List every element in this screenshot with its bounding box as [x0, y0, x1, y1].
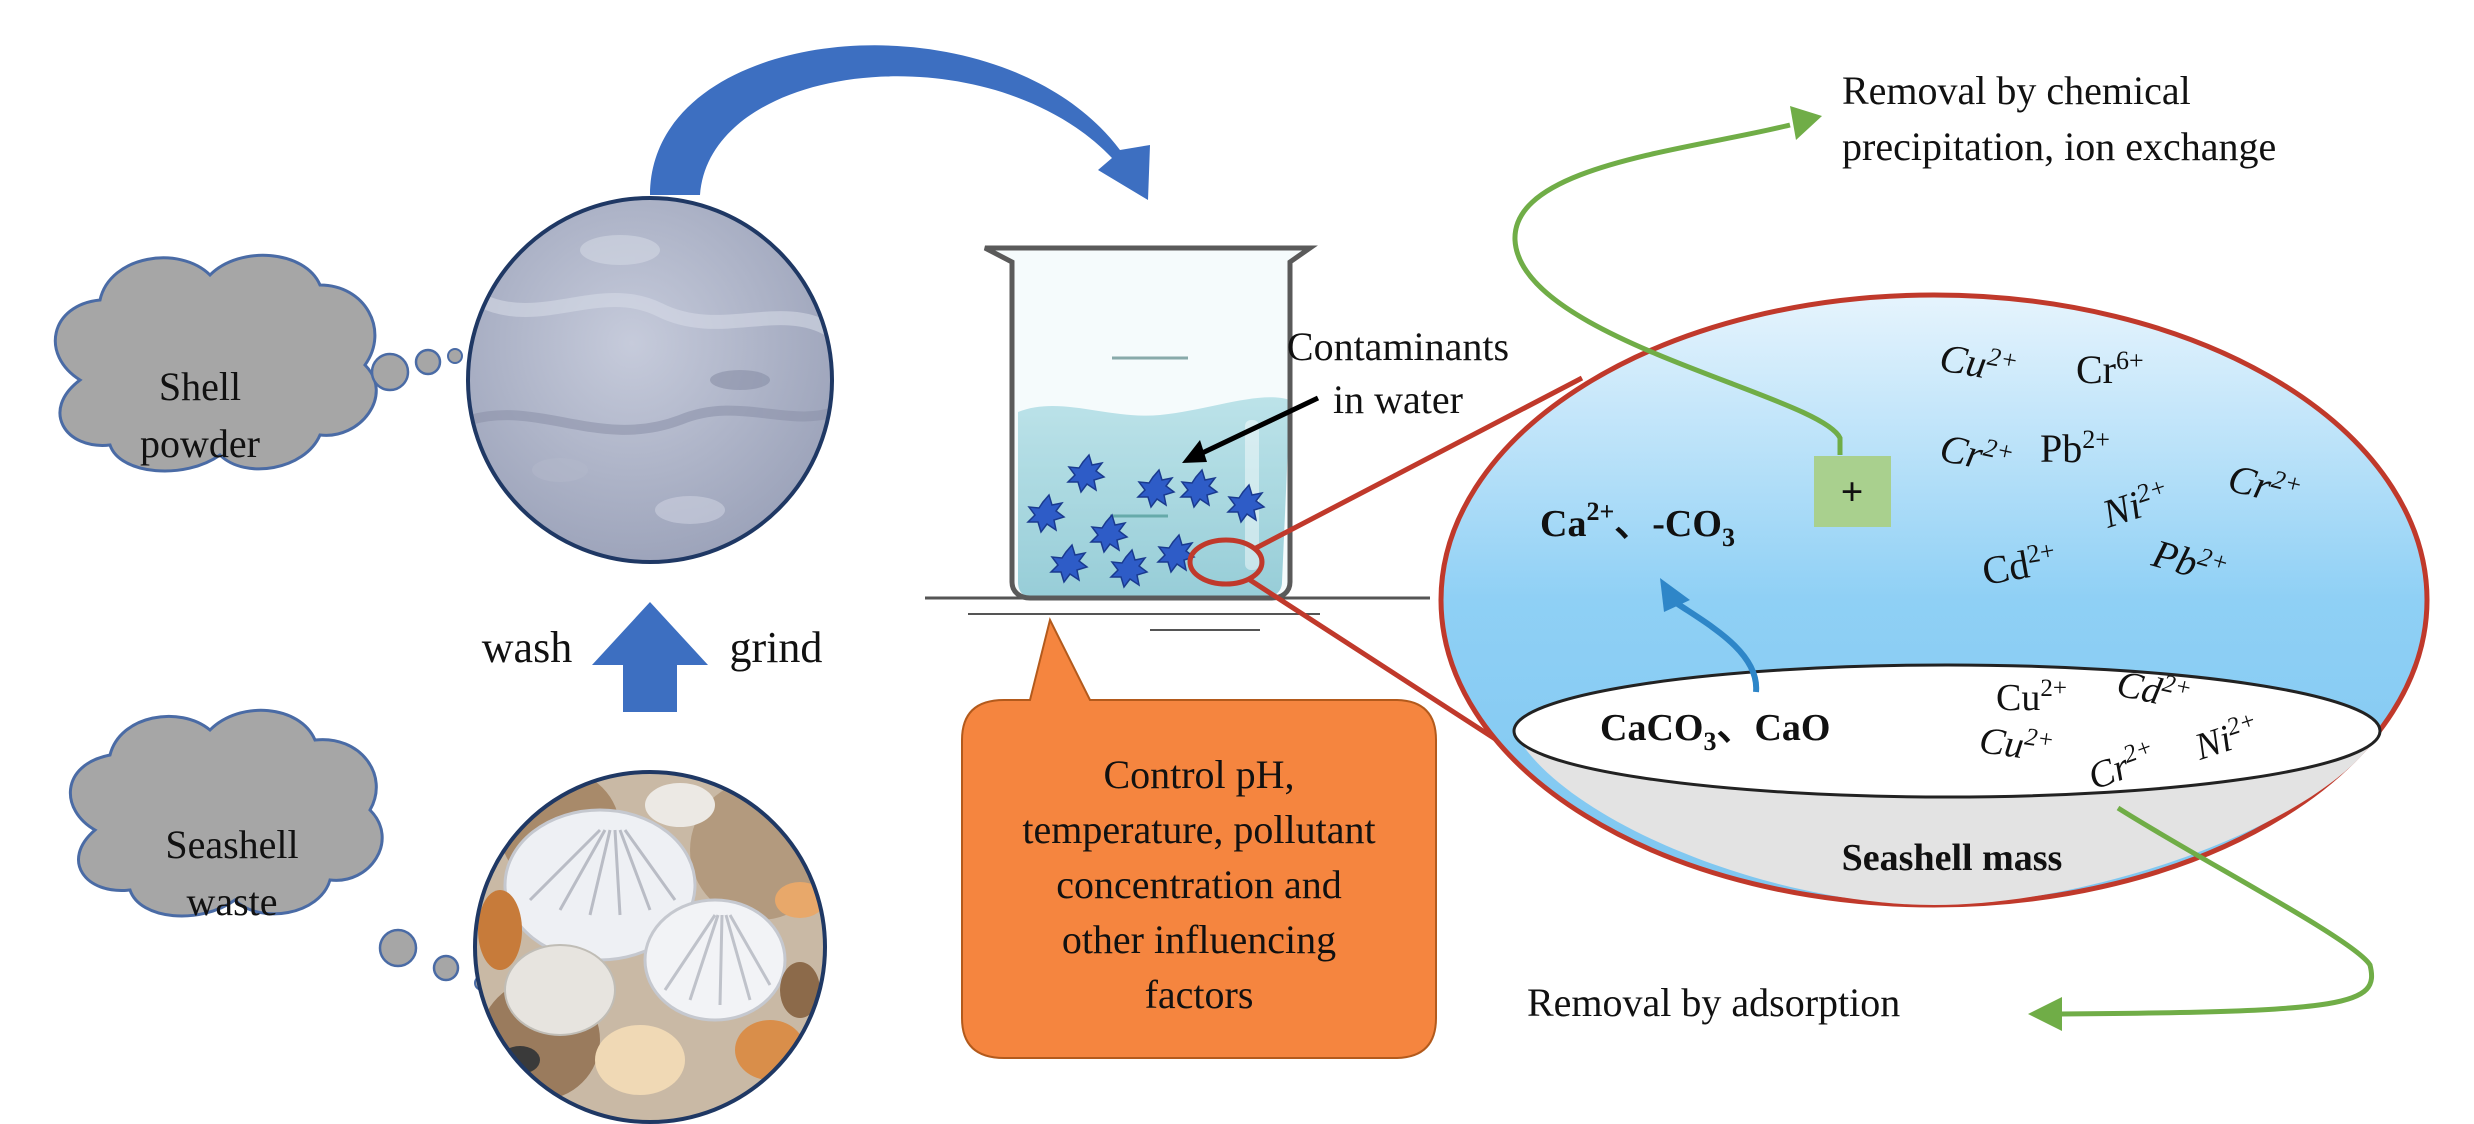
plus-sign: + [1841, 469, 1864, 514]
chemical-removal-arrow: Removal by chemical precipitation, ion e… [1512, 68, 2276, 455]
caco3-cao-label: CaCO3、CaO [1600, 707, 1830, 756]
process-up-arrow: wash grind [482, 602, 823, 712]
shell-powder-cloud: Shell powder [53, 253, 463, 473]
beaker [925, 245, 1430, 631]
control-line3: concentration and [1056, 862, 1341, 907]
ca-co3-ions: Ca2+、-CO3 [1540, 497, 1735, 552]
wash-label: wash [482, 623, 572, 672]
shell-powder-line2: powder [140, 421, 260, 466]
ion-cd-1: Cd2+ [1979, 536, 2060, 594]
shell-powder-image [466, 196, 834, 564]
ion-pb-1: Pb2+ [2040, 425, 2110, 471]
seashell-waste-image [473, 770, 827, 1124]
adsorption-label: Removal by adsorption [1527, 980, 1900, 1025]
adsorption-removal-arrow: Removal by adsorption [1527, 805, 2375, 1031]
chemical-removal-line2: precipitation, ion exchange [1842, 124, 2276, 169]
ion-surface-cd-1: Cd2+ [2113, 661, 2194, 719]
control-conditions-box: Control pH, temperature, pollutant conce… [961, 617, 1437, 1059]
contaminants-line1: Contaminants [1287, 324, 1509, 369]
control-line1: Control pH, [1103, 752, 1294, 797]
seashell-mass-label: Seashell mass [1842, 837, 2063, 879]
seashell-waste-cloud: Seashell waste [69, 708, 490, 991]
transfer-curved-arrow [650, 45, 1150, 200]
contaminant-particles [1026, 453, 1266, 589]
chemical-removal-line1: Removal by chemical [1842, 68, 2191, 113]
seashell-waste-line1: Seashell [165, 822, 298, 867]
grind-label: grind [730, 623, 823, 672]
contaminants-callout: Contaminants in water [1182, 324, 1509, 463]
ion-surface-cu-1: Cu2+ [1996, 675, 2067, 719]
ion-cr-2: Cr2+ [1936, 424, 2017, 484]
ion-cu-1: Cu2+ [1936, 334, 2020, 393]
ion-surface-cu-2: Cu2+ [1977, 717, 2056, 771]
control-line5: factors [1145, 972, 1254, 1017]
shell-powder-line1: Shell [159, 364, 241, 409]
control-line4: other influencing [1062, 917, 1336, 962]
zoom-ellipse: Seashell mass + Ca2+、-CO3 CaCO3、CaO Cu2+… [1438, 292, 2430, 908]
contaminants-line2: in water [1333, 377, 1463, 422]
ion-cr6-1: Cr6+ [2076, 346, 2144, 392]
seashell-waste-line2: waste [186, 879, 277, 924]
control-line2: temperature, pollutant [1022, 807, 1375, 852]
